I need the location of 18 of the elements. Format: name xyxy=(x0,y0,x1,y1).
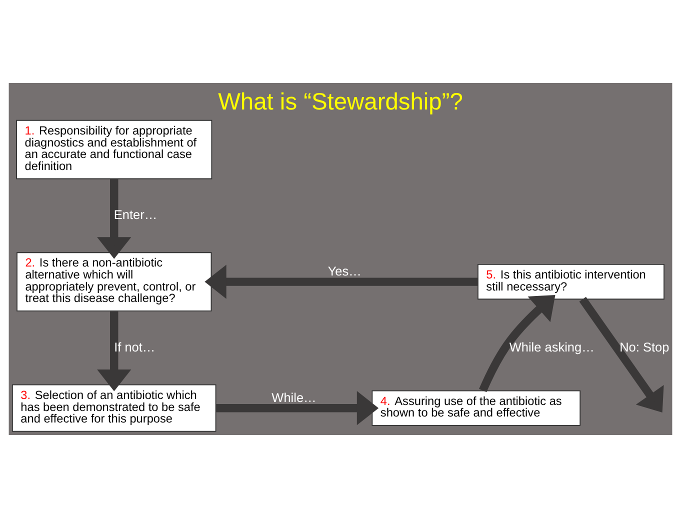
edge-label: Yes… xyxy=(328,264,362,279)
node-box: 5. Is this antibiotic intervention still necessary? xyxy=(478,264,664,300)
node-box: 3. Selection of an antibiotic which has been demonstrated to be safe and effective for this purpose xyxy=(12,384,216,432)
edge-label: While… xyxy=(272,390,316,405)
diagram-title: What is “Stewardship”? xyxy=(218,89,463,116)
arrow xyxy=(216,391,379,426)
node-box: 1. Responsibility for appropriate diagnostics and establishment of an accurate and functional case definition xyxy=(16,120,212,180)
edge-label: If not… xyxy=(114,339,156,354)
arrow xyxy=(204,264,478,299)
arrow xyxy=(97,311,132,392)
edge-label: While asking… xyxy=(509,339,594,354)
arrow xyxy=(479,294,556,392)
edge-label: Enter… xyxy=(114,207,158,222)
arrow xyxy=(579,296,664,413)
edge-label: No: Stop xyxy=(620,339,670,354)
node-box: 2. Is there a non-antibiotic alternative which will appropriately prevent, control, or treat this disease challenge? xyxy=(16,252,212,312)
node-box: 4. Assuring use of the antibiotic as shown to be safe and effective xyxy=(372,390,581,426)
arrow xyxy=(97,178,132,259)
